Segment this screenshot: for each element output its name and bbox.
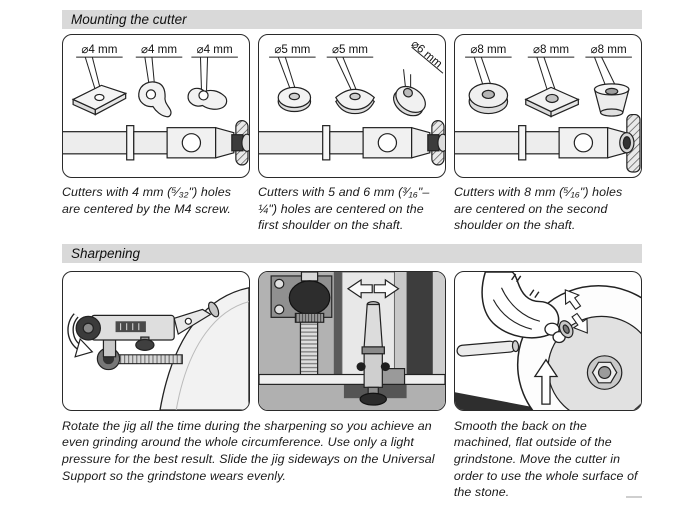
caption-smooth-back: Smooth the back on the machined, flat ou… [453, 418, 638, 500]
panel-slide-jig [258, 270, 446, 411]
machine-closeup-illustration [259, 271, 445, 410]
panel-rotate-jig [62, 270, 250, 411]
cutter-shapes [468, 82, 630, 118]
caption-rotate-jig: Rotate the jig all the time during the s… [62, 418, 435, 483]
clamp-knob-illustration [270, 271, 333, 380]
section-header-sharpening: Sharpening [62, 243, 642, 263]
diameter-label: ⌀5 mm [332, 43, 368, 56]
rock-arrows-icon [564, 288, 588, 334]
section-title-mounting: Mounting the cutter [71, 12, 187, 27]
panel-cutters-5-6mm: ⌀5 mm ⌀5 mm ⌀6 mm [258, 34, 446, 178]
cutter-spindle-illustration [356, 300, 390, 406]
caption-5-6mm: Cutters with 5 and 6 mm (³⁄₁₆"–¼") holes… [258, 185, 430, 233]
page-corner-mark [626, 496, 642, 498]
jig-rotation-illustration [67, 286, 249, 410]
motion-tick-marks [511, 273, 540, 298]
support-bar-illustration [259, 373, 445, 385]
cutters-8mm-illustration: ⌀8 mm ⌀8 mm ⌀8 mm [455, 43, 641, 173]
diameter-label: ⌀8 mm [591, 43, 627, 56]
hand-illustration [481, 271, 566, 343]
shaft-illustration [259, 119, 445, 166]
diameter-label: ⌀4 mm [81, 43, 117, 56]
diameter-label: ⌀6 mm [409, 37, 445, 70]
shaft-illustration [63, 119, 249, 166]
mounting-captions: Cutters with 4 mm (⁵⁄₃₂") holes are cent… [62, 184, 642, 234]
diameter-label: ⌀4 mm [141, 43, 177, 56]
cutter-shapes [71, 81, 228, 118]
diameter-label: ⌀8 mm [533, 43, 569, 56]
panel-smooth-back [454, 270, 642, 411]
sharpening-panels [62, 270, 642, 411]
panel-cutters-8mm: ⌀8 mm ⌀8 mm ⌀8 mm [454, 34, 642, 178]
up-arrow-icon [533, 358, 559, 405]
panel-cutters-4mm: ⌀4 mm ⌀4 mm ⌀4 mm [62, 34, 250, 178]
section-title-sharpening: Sharpening [71, 245, 141, 261]
slide-arrows-icon [346, 278, 400, 299]
cutters-4mm-illustration: ⌀4 mm ⌀4 mm ⌀4 mm [63, 43, 249, 166]
grindstone-illustration [159, 286, 249, 410]
cutter-shank-illustration [456, 339, 520, 357]
rotation-arrow-icon [67, 313, 94, 358]
caption-8mm: Cutters with 8 mm (⁵⁄₁₆") holes are cent… [454, 185, 623, 233]
diameter-label: ⌀5 mm [274, 43, 310, 56]
shaft-illustration [455, 113, 641, 173]
diameter-label: ⌀4 mm [197, 43, 233, 56]
caption-4mm: Cutters with 4 mm (⁵⁄₃₂") holes are cent… [62, 185, 232, 216]
cutter-shapes [277, 85, 426, 117]
jig-illustration [75, 301, 220, 358]
sharpening-captions: Rotate the jig all the time during the s… [62, 418, 642, 501]
cutters-5-6mm-illustration: ⌀5 mm ⌀5 mm ⌀6 mm [259, 37, 445, 166]
diameter-label: ⌀8 mm [470, 43, 506, 56]
hand-on-wheel-illustration [455, 271, 641, 410]
page-content: Mounting the cutter ⌀4 mm ⌀4 mm ⌀4 mm [62, 10, 642, 501]
mounting-panels: ⌀4 mm ⌀4 mm ⌀4 mm [62, 34, 642, 178]
cutter-head-illustration [558, 319, 574, 338]
section-header-mounting: Mounting the cutter [62, 10, 642, 29]
